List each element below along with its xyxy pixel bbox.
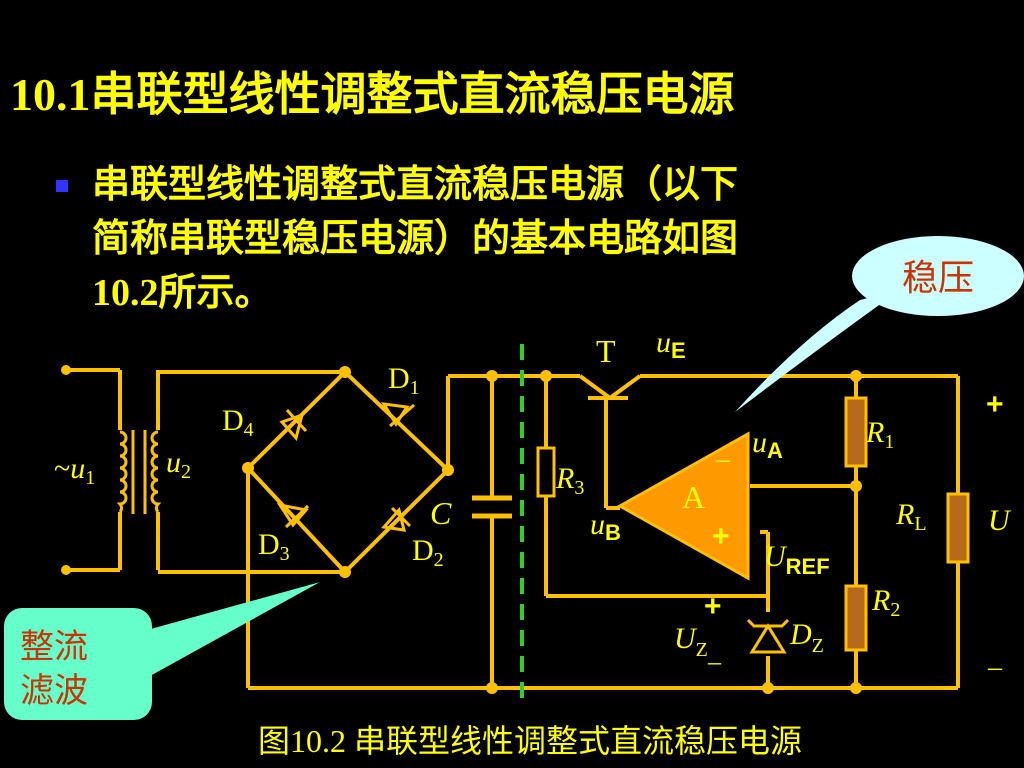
label-uo: U [988, 504, 1012, 537]
callout-rectify-line-2: 滤波 [20, 671, 88, 711]
zener-diode [746, 618, 790, 654]
label-opamp-a: A [682, 479, 705, 515]
bullet-line-2: 简称串联型稳压电源）的基本电路如图 [92, 218, 739, 260]
resistor-rl [946, 492, 970, 564]
callout-rectify-line-1: 整流 [20, 627, 88, 667]
label-dz: DZ [789, 618, 824, 657]
transformer [116, 430, 162, 514]
label-r3: R3 [555, 462, 584, 499]
callout-regulation-text: 稳压 [902, 258, 974, 299]
diode-d3 [276, 502, 310, 529]
slide-title: 10.1串联型线性调整式直流稳压电源 [10, 69, 735, 120]
bullet-paragraph: 串联型线性调整式直流稳压电源（以下 简称串联型稳压电源）的基本电路如图 10.2… [92, 158, 892, 320]
bullet-square-icon [56, 180, 68, 192]
label-d3: D3 [258, 528, 290, 565]
diode-d4 [279, 408, 308, 442]
label-u1: ~u1 [54, 452, 95, 489]
label-r1: R1 [865, 416, 894, 453]
label-ub: uB [590, 508, 621, 545]
label-ue: uE [656, 326, 686, 363]
label-u2: u2 [166, 446, 191, 483]
resistor-r3 [536, 446, 556, 498]
label-zener-plus: + [704, 590, 722, 623]
bullet-line-3: 10.2所示。 [92, 272, 273, 314]
label-rl: RL [895, 498, 927, 535]
diode-d1 [381, 402, 415, 428]
label-d2: D2 [412, 534, 444, 571]
label-out-plus: + [986, 388, 1004, 421]
resistor-r2 [844, 584, 868, 652]
wires [66, 368, 960, 690]
resistor-r1 [844, 396, 868, 468]
label-r2: R2 [871, 584, 900, 621]
label-ua: uA [752, 426, 783, 463]
callout-rectify-pointer [140, 582, 320, 676]
label-uz: UZ [674, 622, 708, 661]
opamp-triangle [616, 431, 750, 581]
label-opamp-plus: + [712, 520, 730, 553]
figure-caption: 图10.2 串联型线性调整式直流稳压电源 [258, 723, 802, 759]
terminals [61, 365, 71, 575]
diode-d2 [381, 506, 412, 532]
junction-dots [242, 366, 862, 694]
label-opamp-minus: – [715, 444, 731, 475]
callout-regulation-bubble [852, 236, 1024, 316]
label-uref: UREF [764, 540, 830, 579]
bullet-line-1: 串联型线性调整式直流稳压电源（以下 [92, 164, 739, 206]
capacitor [472, 495, 512, 519]
label-d1: D1 [388, 362, 420, 399]
label-c: C [430, 495, 452, 531]
label-out-minus: – [987, 652, 1003, 683]
callout-rectify-bubble [4, 608, 152, 720]
callout-regulation-pointer [735, 290, 900, 412]
label-zener-minus: – [707, 647, 722, 676]
label-t: T [596, 333, 616, 369]
label-d4: D4 [222, 404, 254, 441]
